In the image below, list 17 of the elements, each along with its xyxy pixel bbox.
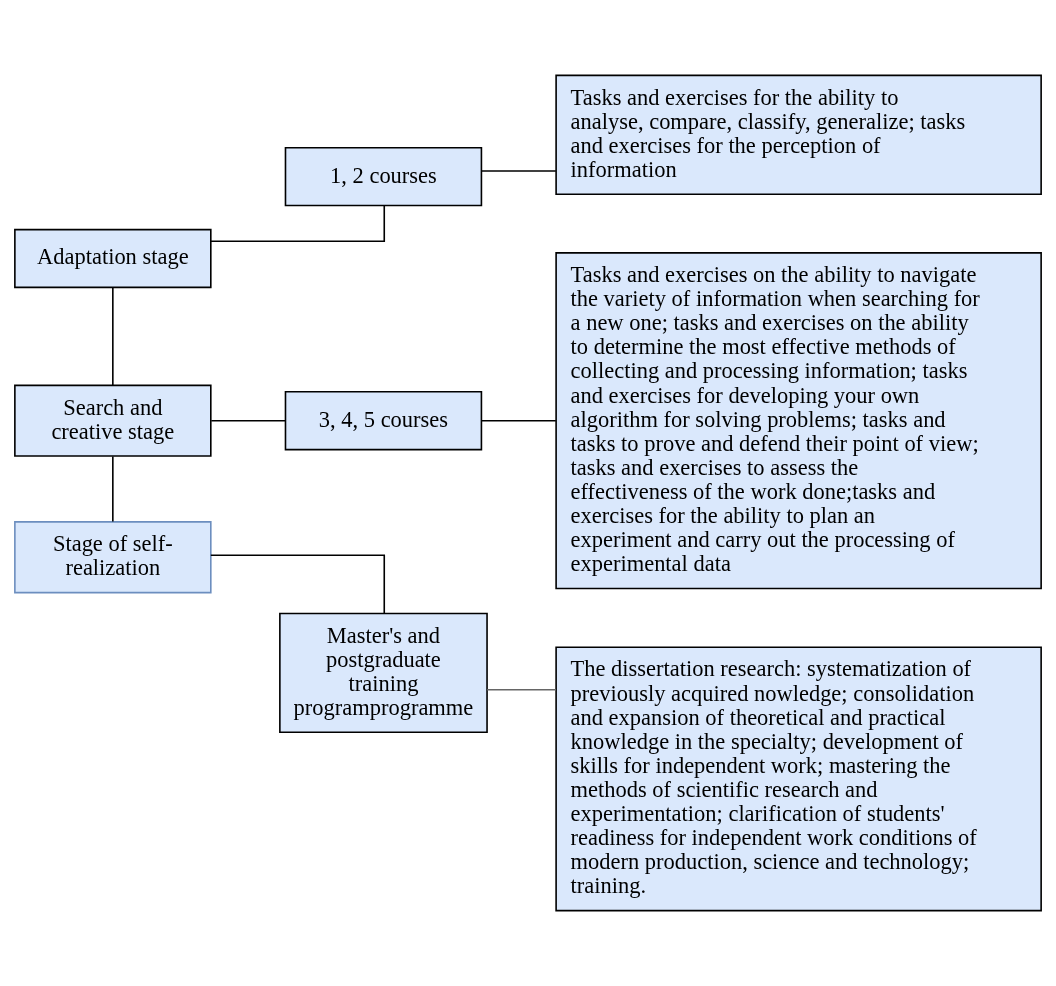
node-box: Tasks and exercises on the ability to navigate the variety of information when searching for a new one; tasks and exercises on the ability to determine the most effective methods of collecting and processing information; tasks and exercises for developing your own algorithm for solving problems; tasks and tasks to prove and defend their point of view; tasks and exercises to assess the effectiveness of the work done;tasks and exercises for the ability to plan an experiment and carry out the processing of experimental data <box>555 252 1042 590</box>
node-box: The dissertation research: systematization of previously acquired nowledge; consolidation and expansion of theoretical and practical knowledge in the specialty; development of skills for independent work; mastering the methods of scientific research and experimentation; clarification of students' readiness for independent work conditions of modern production, science and technology; training. <box>555 646 1042 912</box>
connector <box>210 205 386 243</box>
node-box: Search and creative stage <box>14 384 212 457</box>
connector <box>481 170 557 172</box>
connector <box>210 419 286 422</box>
node-box: Adaptation stage <box>14 228 212 289</box>
node-box: 3, 4, 5 courses <box>284 391 483 451</box>
connector <box>481 419 557 422</box>
node-box: Tasks and exercises for the ability to analyse, compare, classify, generalize; tasks and exercises for the perception of information <box>555 74 1042 196</box>
connector <box>486 688 557 691</box>
connector <box>112 455 114 523</box>
node-box: Master's and postgraduate training programprogramme <box>279 612 488 734</box>
node-box: 1, 2 courses <box>284 146 483 207</box>
connector <box>210 554 386 615</box>
node-box: Stage of self-realization <box>14 521 212 594</box>
connector <box>112 286 114 386</box>
